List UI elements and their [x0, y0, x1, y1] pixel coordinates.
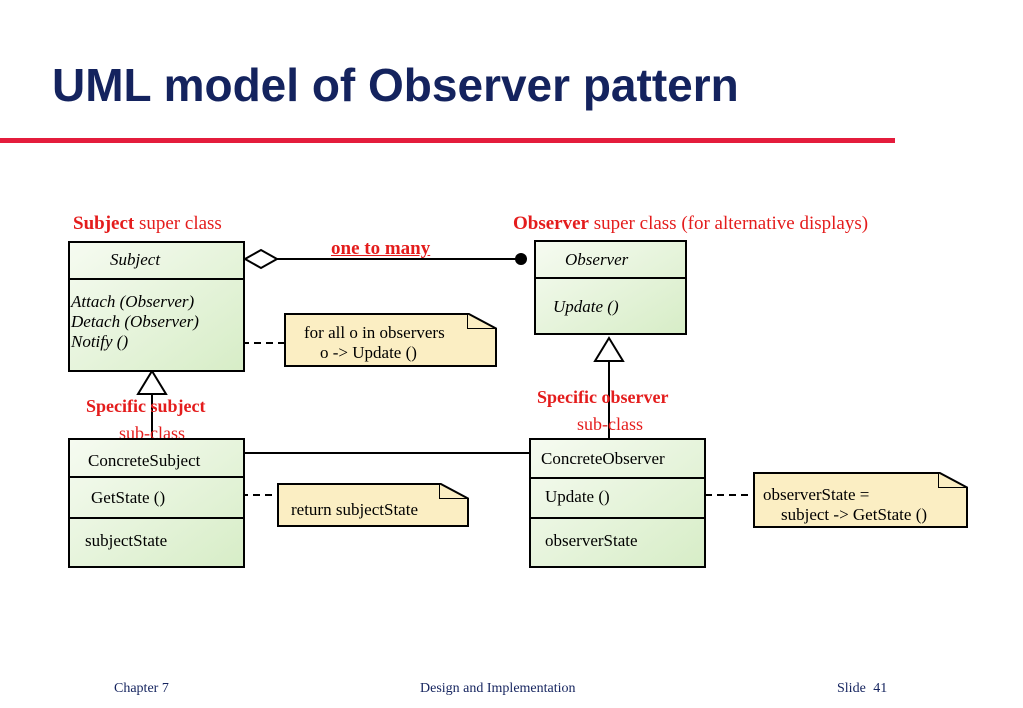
concrete-subject-attributes: subjectState	[70, 517, 243, 566]
concrete-observer-op-update: Update ()	[545, 487, 610, 506]
specific-subject-caption: Specific subject	[86, 396, 206, 416]
getstate-note: return subjectState	[277, 483, 469, 527]
subject-generalization-arrow	[136, 369, 168, 395]
update-note-line-1: observerState =	[763, 485, 870, 504]
footer-topic: Design and Implementation	[420, 681, 576, 696]
title-underline	[0, 138, 895, 143]
notify-note-line-1: for all o in observers	[304, 323, 445, 342]
slide-title: UML model of Observer pattern	[52, 59, 739, 111]
concrete-observer-class: ConcreteObserver Update () observerState	[529, 438, 706, 568]
concrete-subject-op-getstate: GetState ()	[91, 488, 166, 507]
observer-op-update: Update ()	[553, 297, 619, 316]
observer-generalization-arrow	[593, 336, 625, 362]
subject-class: Subject Attach (Observer) Detach (Observ…	[68, 241, 245, 372]
concrete-subject-operations: GetState ()	[70, 476, 243, 518]
concrete-observer-attributes: observerState	[531, 517, 704, 566]
concrete-observer-operations: Update ()	[531, 477, 704, 518]
concrete-subject-class: ConcreteSubject GetState () subjectState	[68, 438, 245, 568]
subject-op-notify: Notify ()	[71, 332, 129, 351]
subject-class-name: Subject	[110, 250, 161, 269]
notify-note-line-2: o -> Update ()	[320, 343, 417, 362]
specific-observer-caption: Specific observer	[537, 387, 669, 407]
observer-class-name: Observer	[565, 250, 629, 269]
concrete-observer-attr-state: observerState	[545, 531, 638, 550]
observer-caption-bold: Observer	[513, 213, 589, 234]
subject-caption-bold: Subject	[73, 213, 135, 234]
update-note: observerState = subject -> GetState ()	[753, 472, 968, 528]
footer-slide-label: Slide	[837, 681, 866, 696]
subject-op-detach: Detach (Observer)	[71, 312, 199, 331]
observer-class: Observer Update ()	[534, 240, 687, 335]
note-fold-icon	[938, 472, 968, 488]
concrete-subject-attr-state: subjectState	[85, 531, 168, 550]
note-fold-icon	[439, 483, 469, 499]
getstate-note-line-1: return subjectState	[291, 500, 418, 519]
observer-caption-rest: super class (for alternative displays)	[593, 213, 869, 234]
observer-subclass-caption: sub-class	[577, 414, 643, 434]
footer-slide-value: 41	[873, 681, 888, 696]
subject-operations: Attach (Observer) Detach (Observer) Noti…	[70, 278, 243, 370]
footer-chapter: Chapter 7	[114, 681, 169, 696]
subject-caption-rest: super class	[138, 213, 222, 234]
concrete-observer-class-name: ConcreteObserver	[541, 449, 665, 468]
notify-note: for all o in observers o -> Update ()	[284, 313, 497, 367]
footer-slide-number: Slide 41	[837, 681, 887, 697]
association-end-dot	[515, 253, 527, 265]
update-note-line-2: subject -> GetState ()	[781, 505, 928, 524]
observer-operations: Update ()	[536, 277, 685, 333]
observer-superclass-caption: Observer super class (for alternative di…	[513, 213, 868, 235]
one-to-many-label: one to many	[331, 238, 431, 259]
concrete-subject-class-name: ConcreteSubject	[88, 451, 201, 470]
note-fold-icon	[467, 313, 497, 329]
subject-superclass-caption: Subject super class	[73, 213, 222, 235]
subject-op-attach: Attach (Observer)	[71, 292, 195, 311]
aggregation-diamond	[242, 248, 280, 270]
